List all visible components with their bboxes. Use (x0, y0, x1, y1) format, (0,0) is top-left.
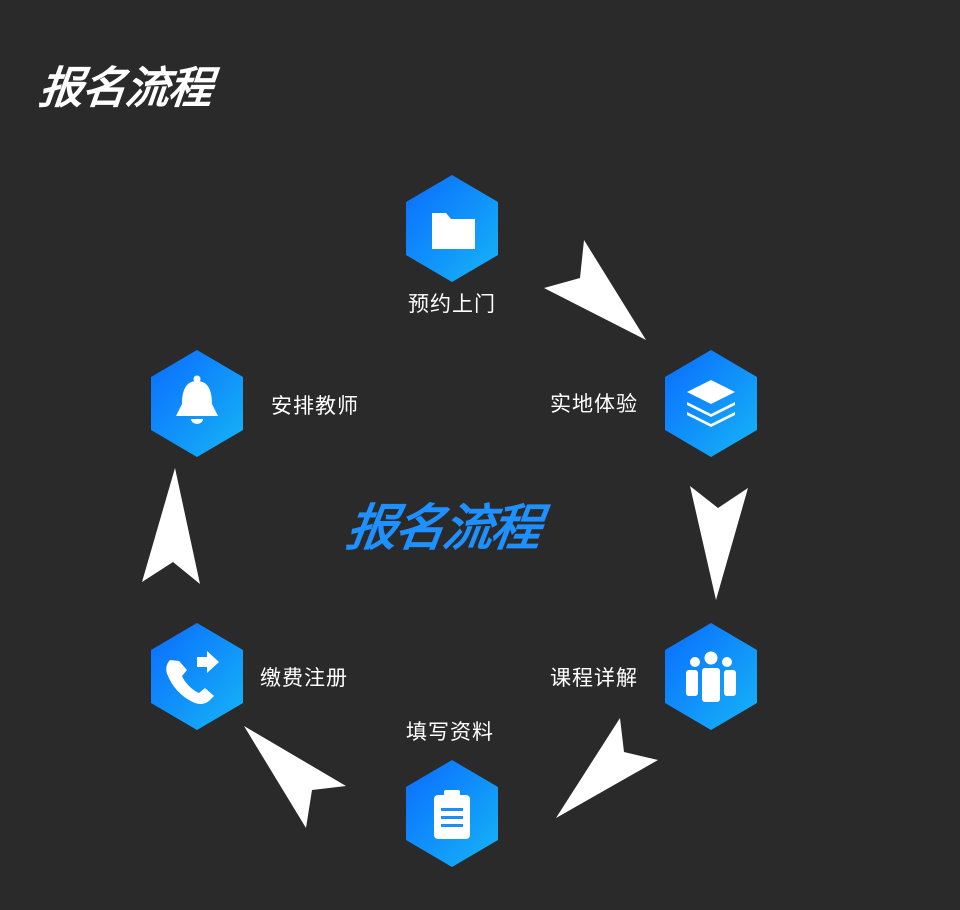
arrow-step1-to-step2 (544, 240, 646, 340)
step-hexagon-3[interactable] (665, 623, 757, 730)
step-hexagon-1[interactable] (406, 175, 498, 282)
users-icon (686, 651, 736, 702)
arrow-step4-to-step5 (244, 726, 346, 828)
step-hexagon-5[interactable] (151, 623, 243, 730)
arrow-step3-to-step4 (556, 718, 658, 818)
arrow-step2-to-step3 (690, 486, 748, 600)
step-label-4: 填写资料 (406, 720, 494, 744)
folder-icon (432, 213, 475, 249)
step-label-5: 缴费注册 (260, 666, 348, 690)
phone-forward-icon (166, 651, 219, 704)
step-label-2: 实地体验 (550, 392, 638, 416)
bell-icon (176, 375, 218, 424)
step-hexagon-4[interactable] (406, 760, 498, 867)
step-label-6: 安排教师 (271, 394, 359, 418)
layers-icon (687, 380, 735, 427)
step-hexagon-6[interactable] (151, 350, 243, 457)
step-hexagon-2[interactable] (665, 350, 757, 457)
center-title: 报名流程 (343, 499, 544, 557)
step-label-3: 课程详解 (550, 666, 638, 690)
arrow-step5-to-step6 (142, 468, 200, 584)
clipboard-icon (434, 790, 470, 839)
step-label-1: 预约上门 (408, 292, 496, 316)
